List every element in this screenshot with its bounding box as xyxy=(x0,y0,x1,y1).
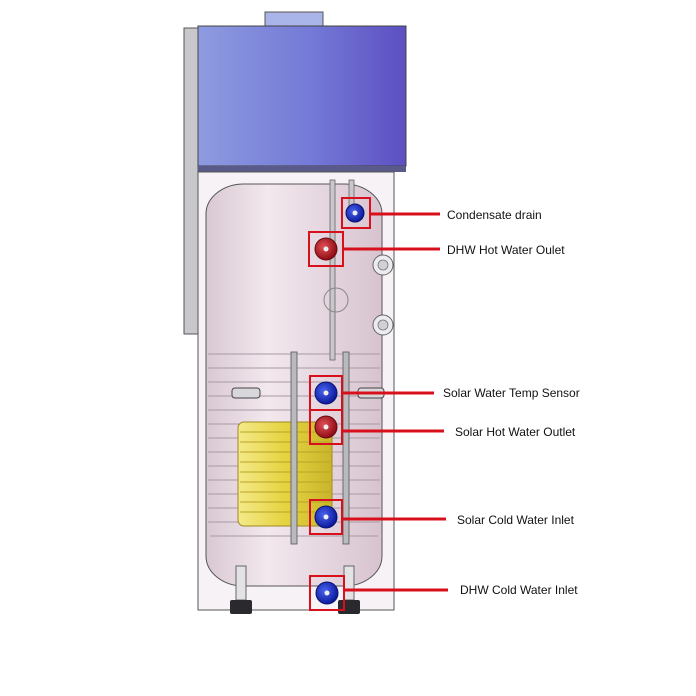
callout-box xyxy=(309,575,345,611)
connector-center xyxy=(323,246,329,252)
dhw-cold-water-inlet-connector xyxy=(309,575,448,611)
solar-coil-turns xyxy=(240,431,330,513)
compressor-port xyxy=(323,287,349,313)
dhw-hot-water-outlet-connector xyxy=(308,231,440,267)
connector-center xyxy=(323,390,329,396)
sensor-bracket-left xyxy=(231,387,261,399)
label-dhw-hot-water-outlet: DHW Hot Water Oulet xyxy=(447,243,565,257)
callout-box xyxy=(309,499,343,535)
top-cap xyxy=(264,11,324,27)
heat-pump-head-unit xyxy=(197,25,407,167)
label-solar-hot-water-outlet: Solar Hot Water Outlet xyxy=(455,425,576,439)
upper-pipe xyxy=(329,179,336,361)
connector-center xyxy=(323,514,329,520)
condensate-drain-connector xyxy=(341,197,440,229)
solar-coil xyxy=(237,421,333,527)
coil-pipe-right xyxy=(342,351,350,545)
leg-left xyxy=(235,565,247,601)
side-panel xyxy=(183,27,199,335)
connector-center xyxy=(352,210,358,216)
head-unit-base-band xyxy=(198,166,406,172)
callout-box xyxy=(309,409,343,445)
lower-flange-inner xyxy=(377,319,389,331)
foot-left xyxy=(230,600,252,614)
coil-pipe-left xyxy=(290,351,298,545)
connector-center xyxy=(323,424,329,430)
solar-cold-water-inlet-connector xyxy=(309,499,446,535)
solar-hot-water-outlet-connector xyxy=(309,409,444,445)
label-dhw-cold-water-inlet: DHW Cold Water Inlet xyxy=(460,583,578,597)
foot-right xyxy=(338,600,360,614)
label-solar-water-temp-sensor: Solar Water Temp Sensor xyxy=(443,386,580,400)
label-condensate-drain: Condensate drain xyxy=(447,208,542,222)
upper-flange-inner xyxy=(377,259,389,271)
label-solar-cold-water-inlet: Solar Cold Water Inlet xyxy=(457,513,574,527)
leg-right xyxy=(343,565,355,601)
connector-center xyxy=(324,590,330,596)
